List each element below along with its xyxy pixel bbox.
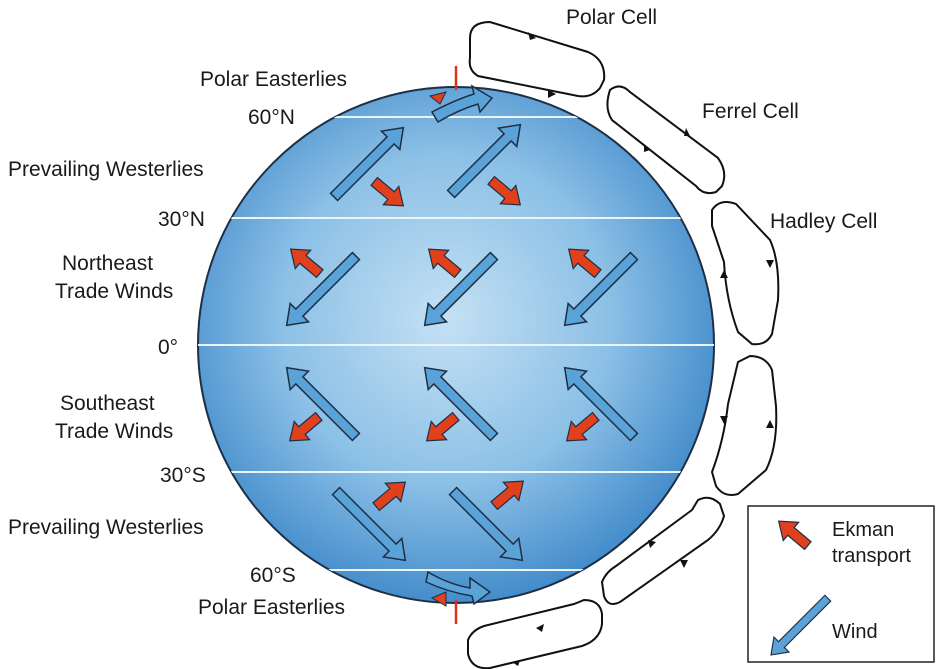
legend-ekman-label-2: transport xyxy=(832,545,911,567)
polar-easterly-north-arrow xyxy=(430,84,494,124)
cell-arrow-10 xyxy=(648,540,656,548)
label-prevailing-westerlies-south: Prevailing Westerlies xyxy=(8,516,204,539)
label-northeast-trade-2: Trade Winds xyxy=(55,280,173,303)
label-southeast-trade-1: Southeast xyxy=(60,392,155,415)
label-polar-easterlies-south: Polar Easterlies xyxy=(198,596,345,619)
cell-arrow-12 xyxy=(512,660,520,666)
ekman-polar-north xyxy=(428,91,447,105)
cell-arrow-4 xyxy=(644,144,650,152)
label-northeast-trade-1: Northeast xyxy=(62,252,153,275)
legend-wind-label: Wind xyxy=(832,621,878,643)
cell-arrow-9 xyxy=(680,560,688,568)
cell-arrow-2 xyxy=(548,90,556,98)
label-southeast-trade-2: Trade Winds xyxy=(55,420,173,443)
circulation-cells xyxy=(467,20,780,669)
cell-arrow-7 xyxy=(766,420,774,428)
polar-cell-south-loop xyxy=(467,598,603,669)
label-polar-easterlies-north: Polar Easterlies xyxy=(200,68,347,91)
label-lat-30n: 30°N xyxy=(158,208,205,231)
cell-arrow-11 xyxy=(536,624,544,632)
legend: Ekman transport Wind xyxy=(747,505,935,664)
polar-easterlies-arrows xyxy=(425,84,494,607)
label-lat-60n: 60°N xyxy=(248,106,295,129)
legend-ekman-label-1: Ekman xyxy=(832,519,894,541)
label-polar-cell: Polar Cell xyxy=(566,6,657,29)
label-lat-equator: 0° xyxy=(158,336,178,359)
legend-box xyxy=(747,505,935,663)
polar-easterly-south-arrow xyxy=(425,570,492,606)
cell-flow-arrowheads xyxy=(512,32,774,666)
label-prevailing-westerlies-north: Prevailing Westerlies xyxy=(8,158,204,181)
polar-cell-north-loop xyxy=(468,20,606,98)
hadley-cell-south-loop xyxy=(710,354,778,496)
cell-arrow-6 xyxy=(720,270,728,278)
globe xyxy=(197,66,715,624)
label-lat-60s: 60°S xyxy=(250,564,296,587)
cell-arrow-8 xyxy=(720,416,728,424)
ferrel-cell-south-loop xyxy=(600,496,726,605)
label-lat-30s: 30°S xyxy=(160,464,206,487)
hadley-cell-north-loop xyxy=(711,201,780,346)
cell-arrow-3 xyxy=(684,128,690,136)
label-ferrel-cell: Ferrel Cell xyxy=(702,100,799,123)
ferrel-cell-north-loop xyxy=(606,85,726,195)
cell-arrow-5 xyxy=(766,260,774,268)
label-hadley-cell: Hadley Cell xyxy=(770,210,877,233)
ekman-polar-south xyxy=(430,591,447,607)
cell-arrow-1 xyxy=(528,32,536,40)
